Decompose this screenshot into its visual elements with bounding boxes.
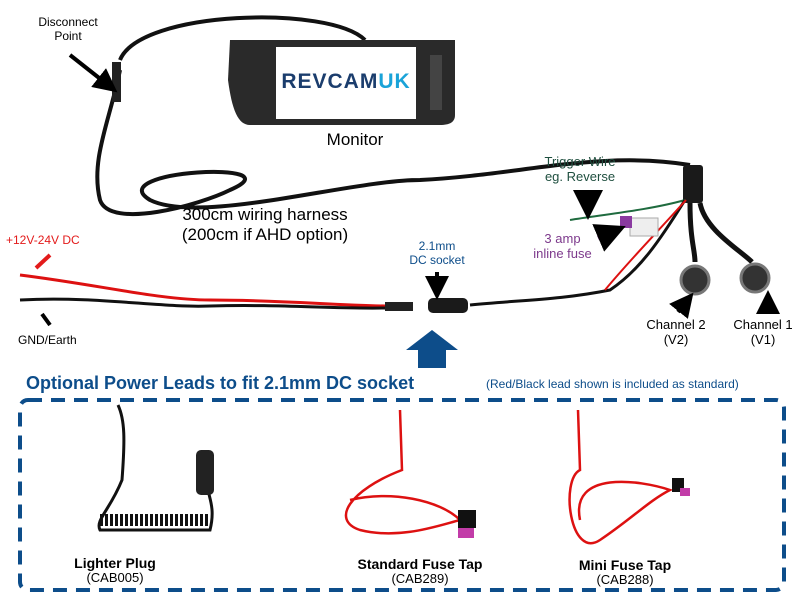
- harness-label-line1: 300cm wiring harness: [182, 205, 348, 224]
- brand-logo-revcam: REVCAM: [281, 70, 379, 93]
- mini-fuse-tap-cable: [568, 409, 674, 545]
- big-up-arrow: [406, 330, 458, 368]
- product-name: Standard Fuse Tap: [357, 556, 483, 572]
- dc-label-line2: DC socket: [409, 252, 465, 267]
- inline-fuse: [629, 217, 659, 237]
- channel-1-label: Channel 1 (V1): [726, 317, 800, 348]
- dc-label-line1: 2.1mm: [418, 239, 456, 253]
- product-code: (CAB289): [391, 571, 449, 587]
- disconnect-label-line1: Disconnect: [38, 15, 98, 29]
- fuse-label-line2: inline fuse: [533, 245, 592, 261]
- harness-label: 300cm wiring harness (200cm if AHD optio…: [160, 205, 370, 244]
- channel-2-label-line1: Channel 2: [646, 317, 706, 332]
- ground-arrow: [40, 312, 52, 327]
- monitor-cable: [118, 15, 367, 61]
- channel-1-label-line1: Channel 1: [733, 317, 793, 332]
- inline-fuse-label: 3 amp inline fuse: [525, 231, 600, 262]
- product-name: Lighter Plug: [74, 555, 156, 571]
- disconnect-label-line2: Point: [54, 28, 82, 43]
- ground-label: GND/Earth: [18, 333, 77, 347]
- disconnect-connector: [112, 62, 121, 102]
- brand-logo-uk: UK: [378, 70, 411, 93]
- channel-2-connector: [679, 264, 711, 296]
- monitor-label: Monitor: [326, 130, 384, 149]
- trigger-label-line1: Trigger Wire: [544, 154, 616, 169]
- channel-2-label-line2: (V2): [663, 331, 689, 347]
- splitter-block: [683, 165, 703, 203]
- disconnect-arrow: [68, 53, 118, 93]
- fuse-label-line1: 3 amp: [544, 231, 581, 246]
- dc-socket: [428, 298, 468, 313]
- channel-1-label-line2: (V1): [750, 331, 776, 347]
- channel-2-label: Channel 2 (V2): [636, 317, 716, 348]
- power-arrow: [34, 253, 52, 270]
- product-code: (CAB005): [86, 570, 144, 586]
- standard-fuse-tap-cable: [344, 409, 463, 535]
- trigger-wire-label: Trigger Wire eg. Reverse: [530, 154, 630, 185]
- channel-2-arrow: [669, 292, 694, 319]
- brand-logo: REVCAMUK: [276, 70, 416, 94]
- harness-label-line2: (200cm if AHD option): [181, 224, 349, 244]
- optional-box: [18, 398, 786, 592]
- optional-note: (Red/Black lead shown is included as sta…: [486, 377, 739, 391]
- standard-fuse-tap-caption: Standard Fuse Tap (CAB289): [340, 556, 500, 587]
- power-label: +12V-24V DC: [6, 233, 80, 247]
- product-name: Mini Fuse Tap: [578, 557, 672, 573]
- disconnect-point-label: Disconnect Point: [18, 15, 118, 44]
- lighter-plug: [196, 450, 214, 495]
- trigger-label-line2: eg. Reverse: [544, 168, 616, 184]
- mini-fuse-tap-caption: Mini Fuse Tap (CAB288): [560, 557, 690, 588]
- dc-socket-label: 2.1mm DC socket: [392, 239, 482, 268]
- product-code: (CAB288): [596, 572, 654, 588]
- optional-heading: Optional Power Leads to fit 2.1mm DC soc…: [26, 373, 415, 393]
- channel-1-connector: [739, 262, 771, 294]
- lighter-plug-caption: Lighter Plug (CAB005): [60, 555, 170, 586]
- fuse-arrow: [592, 224, 626, 252]
